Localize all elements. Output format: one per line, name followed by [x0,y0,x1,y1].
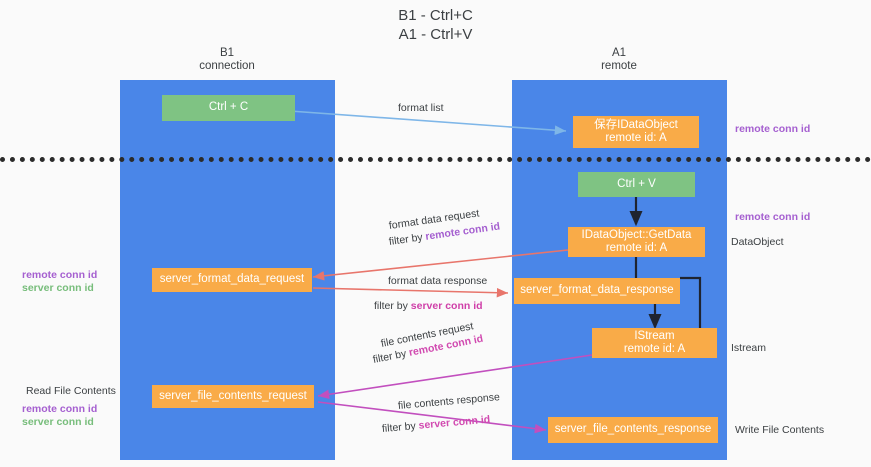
box-save-idataobject[interactable]: 保存IDataObject remote id: A [573,116,699,148]
edge-label-format-data-response-filter: filter by server conn id [374,299,483,313]
column-header-a1-name: A1 [611,47,627,59]
column-header-b1-name: B1 [219,47,235,59]
column-header-a1: A1 remote [554,47,684,73]
annotation-left-server-conn-id-mid: server conn id [22,282,94,294]
column-header-b1: B1 connection [162,47,292,73]
box-ctrl-v-label: Ctrl + V [617,177,656,190]
box-server-file-contents-response[interactable]: server_file_contents_response [548,417,718,443]
phase-divider [0,157,871,162]
box-save-idataobject-line1: 保存IDataObject [594,118,678,131]
arrow-file-contents-request [317,354,593,400]
annotation-left-remote-conn-id-bot: remote conn id [22,403,98,415]
box-server-file-contents-request-label: server_file_contents_request [159,389,307,402]
edge-label-format-list: format list [398,102,444,114]
annotation-left-read-file-contents: Read File Contents [26,385,116,397]
edge-label-format-data-response: format data response [388,275,488,287]
box-ctrl-v[interactable]: Ctrl + V [578,172,695,197]
arrow-file-contents-response [317,401,547,434]
box-idataobject-getdata-line1: IDataObject::GetData [581,228,692,241]
box-ctrl-c[interactable]: Ctrl + C [162,95,295,121]
title-line-2: A1 - Ctrl+V [398,26,473,43]
box-server-format-data-request-label: server_format_data_request [159,273,305,286]
box-server-file-contents-request[interactable]: server_file_contents_request [152,385,314,408]
column-header-a1-sub: remote [601,60,637,72]
box-server-format-data-response-label: server_format_data_response [520,284,674,297]
box-istream[interactable]: IStream remote id: A [592,328,717,358]
annotation-right-write-file-contents: Write File Contents [735,424,825,436]
box-idataobject-getdata-line2: remote id: A [605,242,668,254]
annotation-right-dataobject: DataObject [731,236,784,248]
page-title: B1 - Ctrl+C A1 - Ctrl+V [0,6,871,44]
arrow-format-list [275,109,567,135]
box-server-file-contents-response-label: server_file_contents_response [554,423,712,436]
column-header-b1-sub: connection [199,60,255,72]
box-server-format-data-response[interactable]: server_format_data_response [514,278,680,304]
arrow-format-data-request [312,249,569,281]
box-save-idataobject-line2: remote id: A [605,132,667,144]
annotation-left-remote-conn-id-mid: remote conn id [22,269,98,281]
arrow-format-data-response [312,287,509,298]
box-server-format-data-request[interactable]: server_format_data_request [152,268,312,292]
box-istream-line1: IStream [634,329,675,342]
annotation-right-istream: Istream [731,342,767,354]
filter-prefix: filter by [381,419,420,435]
annotation-right-remote-conn-id-top: remote conn id [735,123,811,135]
filter-key-server-conn-id: server conn id [410,300,483,312]
box-idataobject-getdata[interactable]: IDataObject::GetData remote id: A [568,227,705,257]
annotation-left-server-conn-id-bot: server conn id [22,416,94,428]
box-ctrl-c-label: Ctrl + C [208,101,249,114]
annotation-right-remote-conn-id-mid: remote conn id [735,211,811,223]
title-line-1: B1 - Ctrl+C [398,7,473,24]
filter-prefix: filter by [374,300,411,312]
box-istream-line2: remote id: A [623,343,686,355]
